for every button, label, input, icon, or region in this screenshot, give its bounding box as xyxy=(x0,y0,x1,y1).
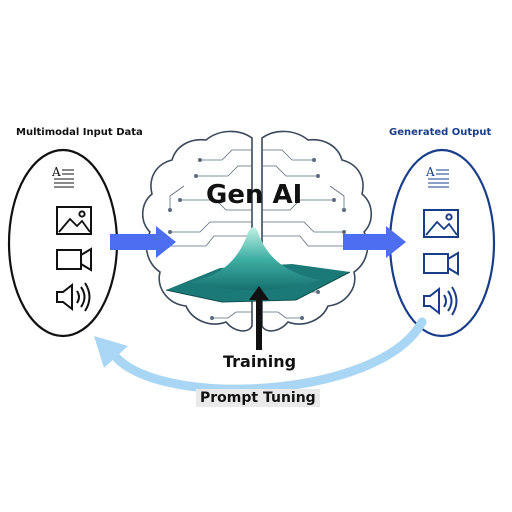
input-panel-ellipse xyxy=(7,148,119,338)
text-document-icon: A xyxy=(425,165,449,188)
input-icons: A xyxy=(51,165,92,312)
speaker-audio-icon xyxy=(56,282,91,312)
output-arrow xyxy=(343,226,406,258)
feedback-arrow xyxy=(94,317,427,394)
output-icons: A xyxy=(423,165,459,316)
video-camera-icon xyxy=(56,247,92,272)
output-panel-title: Generated Output xyxy=(389,127,492,138)
image-icon xyxy=(56,206,92,235)
gen-ai-title: Gen AI xyxy=(206,180,303,210)
svg-text:A: A xyxy=(425,165,435,179)
input-arrow xyxy=(110,226,176,258)
speaker-audio-icon xyxy=(423,286,458,316)
training-label: Training xyxy=(223,352,297,371)
image-icon xyxy=(423,209,459,238)
svg-text:A: A xyxy=(51,165,61,179)
brain-outline xyxy=(141,130,373,332)
video-camera-icon xyxy=(423,251,459,276)
training-arrow xyxy=(249,286,269,350)
input-panel-title: Multimodal Input Data xyxy=(16,127,143,138)
text-document-icon: A xyxy=(51,165,74,188)
output-panel-ellipse xyxy=(388,148,496,338)
prompt-tuning-label: Prompt Tuning xyxy=(196,389,320,407)
